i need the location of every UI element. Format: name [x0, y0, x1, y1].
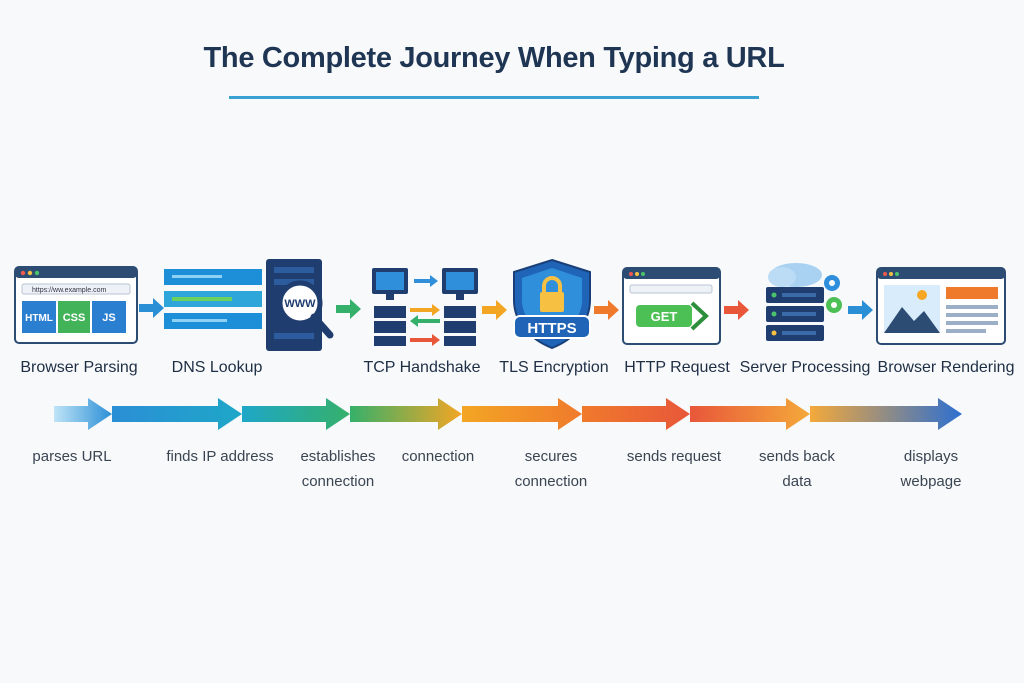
http-get-icon: GET: [622, 267, 721, 345]
timeline-arrow-5: [462, 398, 582, 430]
get-text: GET: [651, 309, 678, 324]
desc-displays-webpage: displays webpage: [900, 448, 962, 490]
browser-url-text: https://ww.example.com: [32, 287, 106, 294]
desc-parses-url: parses URL: [32, 448, 112, 465]
timeline-arrow-7: [690, 398, 810, 430]
desc-establishes-connection: establishes connection: [300, 448, 376, 490]
server-cloud-icon: [766, 263, 842, 341]
css-tag: CSS: [63, 312, 86, 324]
https-text: HTTPS: [527, 320, 576, 337]
arrow-right-icon: [848, 300, 873, 320]
timeline-arrow-4: [350, 398, 462, 430]
step-label-http-request: HTTP Request: [624, 359, 730, 376]
timeline-arrow-1: [54, 398, 112, 430]
page-title: The Complete Journey When Typing a URL: [203, 42, 785, 74]
arrow-right-icon: [336, 299, 361, 319]
step-label-tls-encryption: TLS Encryption: [499, 359, 609, 376]
timeline-arrow-3: [242, 398, 350, 430]
timeline-arrow-2: [112, 398, 242, 430]
js-tag: JS: [102, 312, 115, 324]
rendered-webpage-icon: [876, 267, 1006, 345]
step-label-browser-parsing: Browser Parsing: [20, 359, 138, 376]
arrow-right-icon: [724, 300, 749, 320]
arrow-right-icon: [482, 300, 507, 320]
timeline-arrow-8: [810, 398, 962, 430]
step-label-browser-rendering: Browser Rendering: [877, 359, 1015, 376]
html-tag: HTML: [25, 313, 53, 324]
tcp-servers-icon: [372, 268, 478, 346]
dns-server-icon: WWW: [164, 259, 334, 351]
arrow-right-icon: [594, 300, 619, 320]
timeline-arrows: [54, 398, 962, 430]
desc-sends-request: sends request: [626, 448, 722, 465]
desc-finds-ip: finds IP address: [166, 448, 274, 465]
step-label-tcp-handshake: TCP Handshake: [363, 359, 481, 376]
desc-secures-connection: secures connection: [514, 448, 588, 490]
title-underline: [229, 96, 759, 99]
shield-lock-icon: HTTPS: [513, 258, 591, 350]
desc-sends-back-data: sends back data: [759, 448, 835, 490]
desc-connection: connection: [401, 448, 475, 465]
arrow-right-icon: [139, 298, 164, 318]
www-text: WWW: [284, 298, 316, 310]
step-label-dns-lookup: DNS Lookup: [171, 359, 263, 376]
timeline-arrow-6: [582, 398, 690, 430]
browser-code-icon: https://ww.example.com HTML CSS JS: [14, 266, 138, 344]
step-label-server-processing: Server Processing: [739, 359, 871, 376]
